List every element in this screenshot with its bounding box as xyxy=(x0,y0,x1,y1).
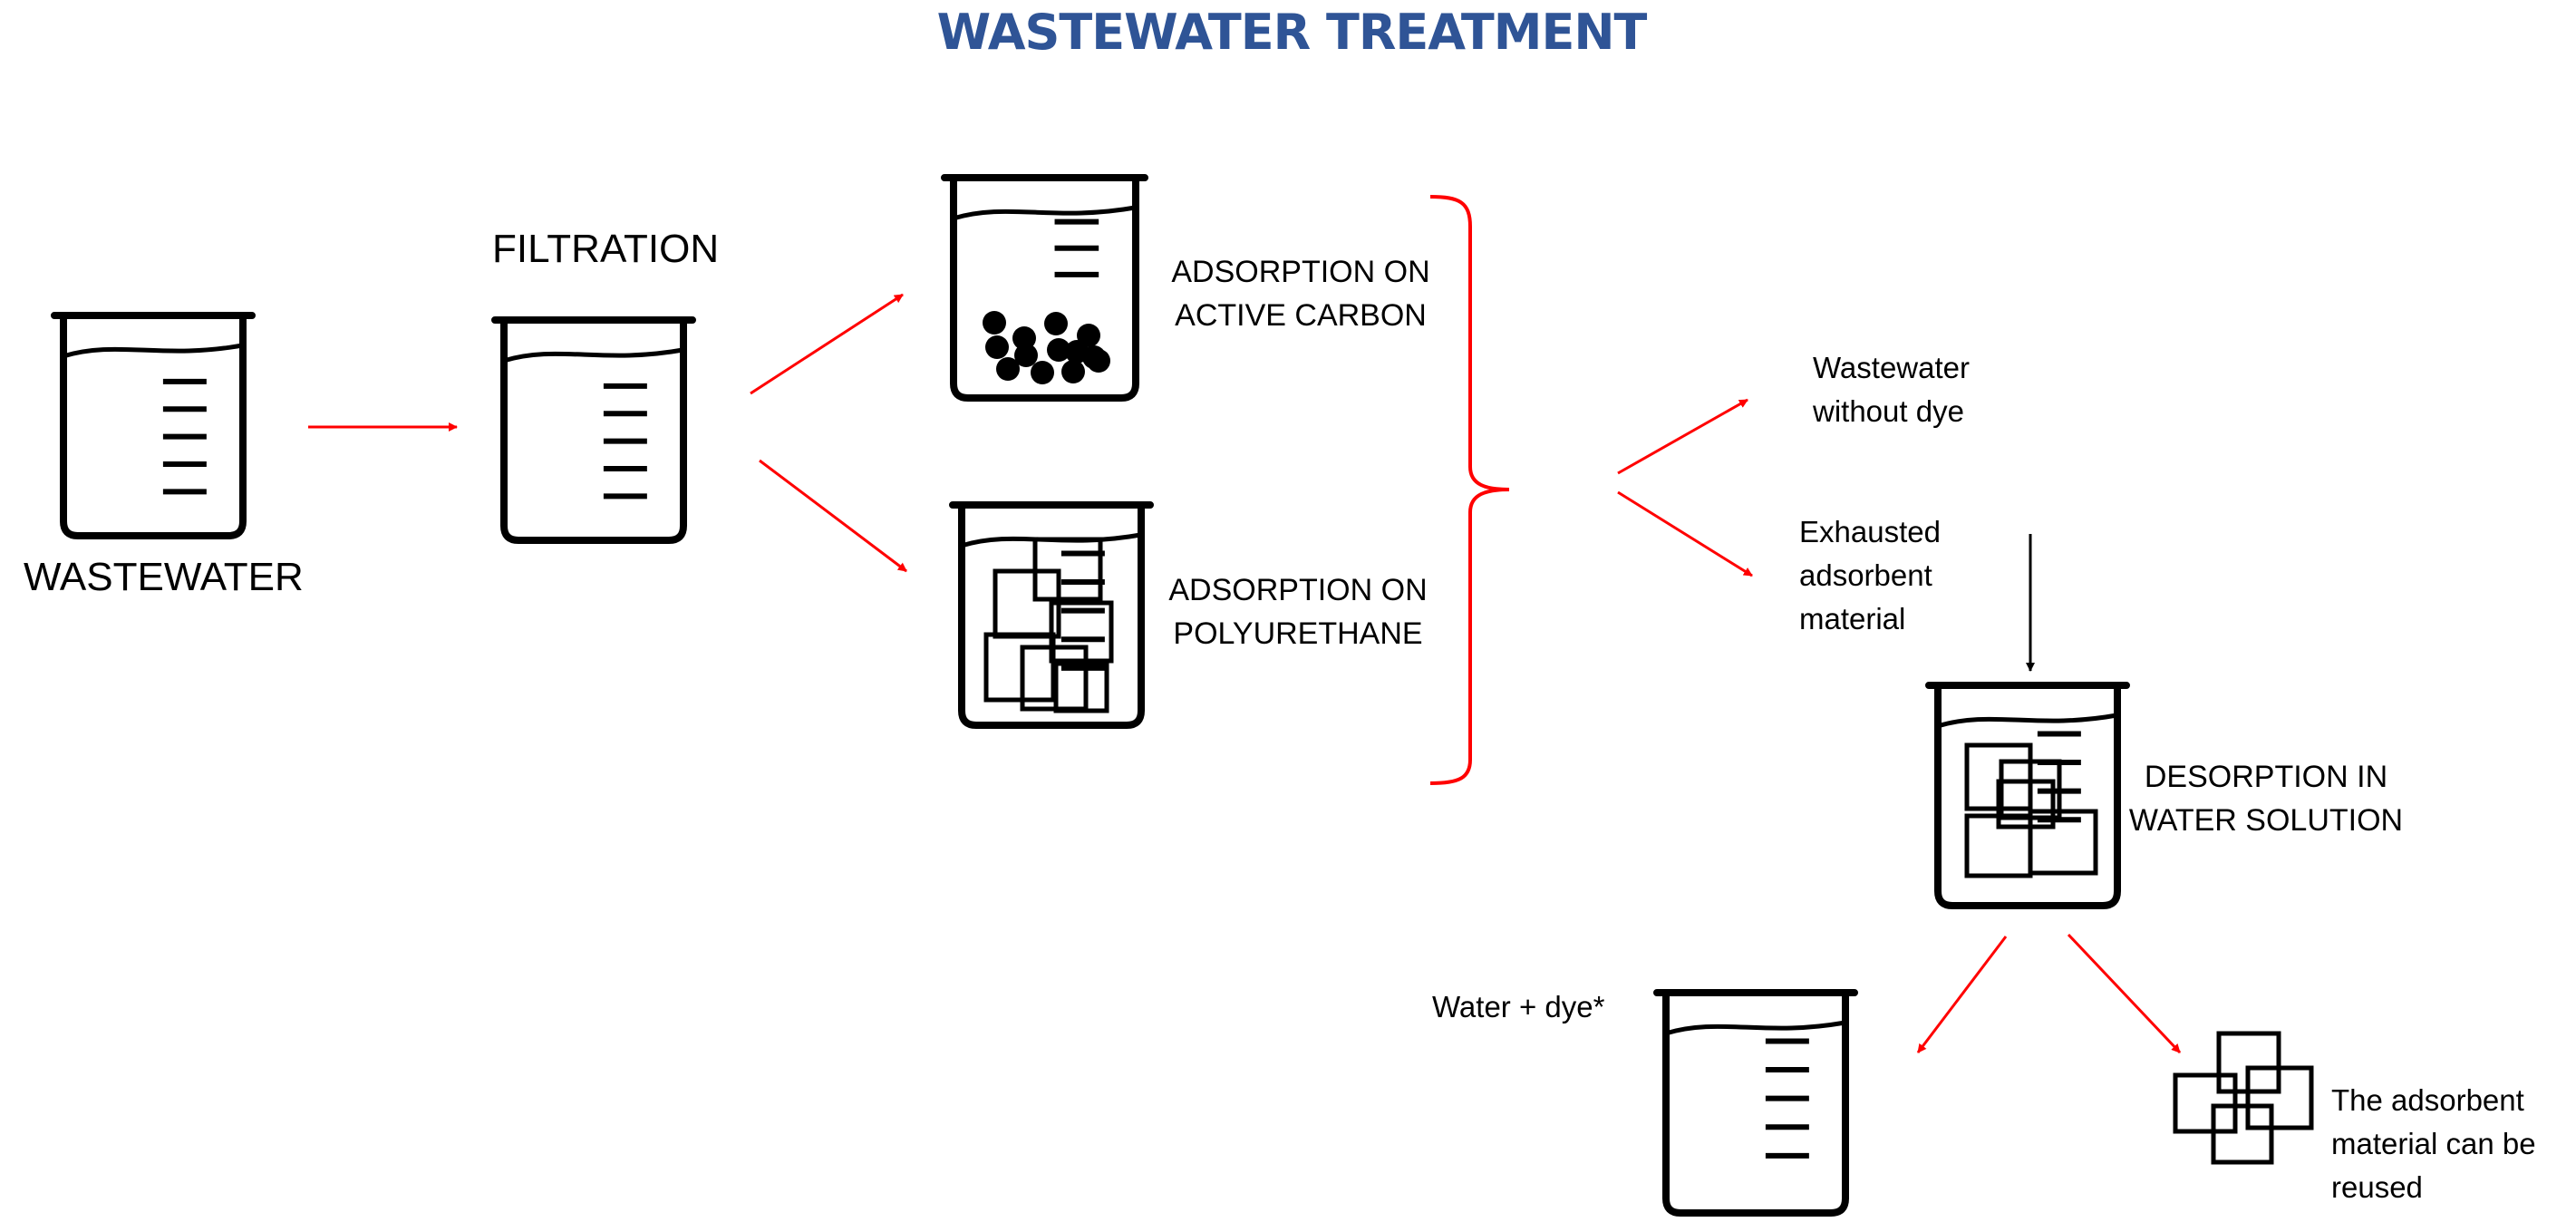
carbon-particle xyxy=(1012,326,1036,350)
carbon-particle xyxy=(1044,312,1068,335)
foam-square xyxy=(2211,1103,2274,1165)
reused-label: The adsorbent material can be reused xyxy=(2331,1079,2536,1209)
arrow-to-without-dye xyxy=(1617,398,1748,475)
wastewater-label: WASTEWATER xyxy=(24,555,304,599)
reused-line-3: reused xyxy=(2331,1170,2423,1204)
carbon-particle xyxy=(1077,324,1100,347)
carbon-particle xyxy=(1047,338,1070,362)
beaker-outline xyxy=(1653,989,1858,1217)
water-surface xyxy=(953,205,1137,221)
carbon-particle xyxy=(1065,340,1089,364)
exhausted-adsorbent-label: Exhausted adsorbent material xyxy=(1799,510,1941,641)
adsorption-carbon-label: ADSORPTION ON ACTIVE CARBON xyxy=(1147,250,1455,337)
reusable-adsorbent-icon xyxy=(2173,1031,2314,1165)
foam-square xyxy=(983,632,1056,703)
wastewater-without-dye-label: Wastewater without dye xyxy=(1813,346,1970,433)
carbon-particles-icon xyxy=(983,311,1110,384)
arrow-to-carbon xyxy=(750,293,904,395)
reused-line-2: material can be xyxy=(2331,1127,2536,1160)
foam-square xyxy=(1032,537,1103,602)
polyurethane-beaker-icon xyxy=(949,501,1154,729)
carbon-particle xyxy=(1014,344,1038,367)
desorption-beaker-icon xyxy=(1925,682,2130,909)
foam-square xyxy=(1996,779,2056,829)
arrow-to-reusable xyxy=(2067,933,2182,1054)
polyurethane-squares-icon xyxy=(983,537,1114,713)
water-surface xyxy=(1937,713,2118,729)
foam-square xyxy=(2245,1065,2314,1130)
without-dye-line-2: without dye xyxy=(1813,394,1964,428)
desorption-line-1: DESORPTION IN xyxy=(2144,760,2388,794)
arrow-to-water-dye xyxy=(1916,936,2008,1053)
foam-square xyxy=(2173,1072,2238,1134)
carbon-particle xyxy=(983,311,1006,335)
desorption-label: DESORPTION IN WATER SOLUTION xyxy=(2112,755,2420,842)
diagram-title: WASTEWATER TREATMENT xyxy=(936,4,1648,61)
exhausted-line-1: Exhausted xyxy=(1799,515,1941,548)
wastewater-beaker-icon xyxy=(51,312,256,539)
carbon-particle xyxy=(996,357,1020,381)
water-dye-beaker-icon xyxy=(1653,989,1858,1217)
carbon-beaker-icon xyxy=(941,174,1148,402)
carbon-particle xyxy=(1031,361,1054,384)
beaker-outline xyxy=(949,501,1154,729)
desorption-squares-icon xyxy=(1964,742,2098,878)
adsorption-carbon-line-2: ACTIVE CARBON xyxy=(1175,298,1427,333)
bracket-icon xyxy=(1429,195,1510,785)
carbon-particle xyxy=(1087,349,1110,373)
arrow-to-polyurethane xyxy=(759,459,907,573)
carbon-particle xyxy=(1061,360,1085,383)
adsorption-carbon-line-1: ADSORPTION ON xyxy=(1171,255,1430,289)
exhausted-line-3: material xyxy=(1799,602,1906,635)
beaker-outline xyxy=(51,312,256,539)
beaker-outline xyxy=(491,316,696,544)
filtration-label: FILTRATION xyxy=(492,227,720,271)
desorption-line-2: WATER SOLUTION xyxy=(2128,803,2404,838)
foam-square xyxy=(1053,661,1109,713)
carbon-particle xyxy=(985,335,1009,359)
water-surface xyxy=(1665,1020,1846,1036)
foam-square xyxy=(2028,809,2098,876)
without-dye-line-1: Wastewater xyxy=(1813,351,1970,384)
water-surface xyxy=(503,347,684,364)
beaker-outline xyxy=(941,174,1148,402)
beaker-outline xyxy=(1925,682,2130,909)
reused-line-1: The adsorbent xyxy=(2331,1083,2524,1117)
foam-square xyxy=(1049,600,1114,664)
arrow-to-exhausted xyxy=(1617,490,1753,577)
adsorption-pu-line-1: ADSORPTION ON xyxy=(1168,573,1428,607)
adsorption-pu-line-2: POLYURETHANE xyxy=(1173,616,1423,651)
filtration-beaker-icon xyxy=(491,316,696,544)
exhausted-line-2: adsorbent xyxy=(1799,558,1932,592)
adsorption-polyurethane-label: ADSORPTION ON POLYURETHANE xyxy=(1144,568,1452,655)
water-dye-label: Water + dye* xyxy=(1432,990,1605,1023)
water-surface xyxy=(63,343,244,359)
